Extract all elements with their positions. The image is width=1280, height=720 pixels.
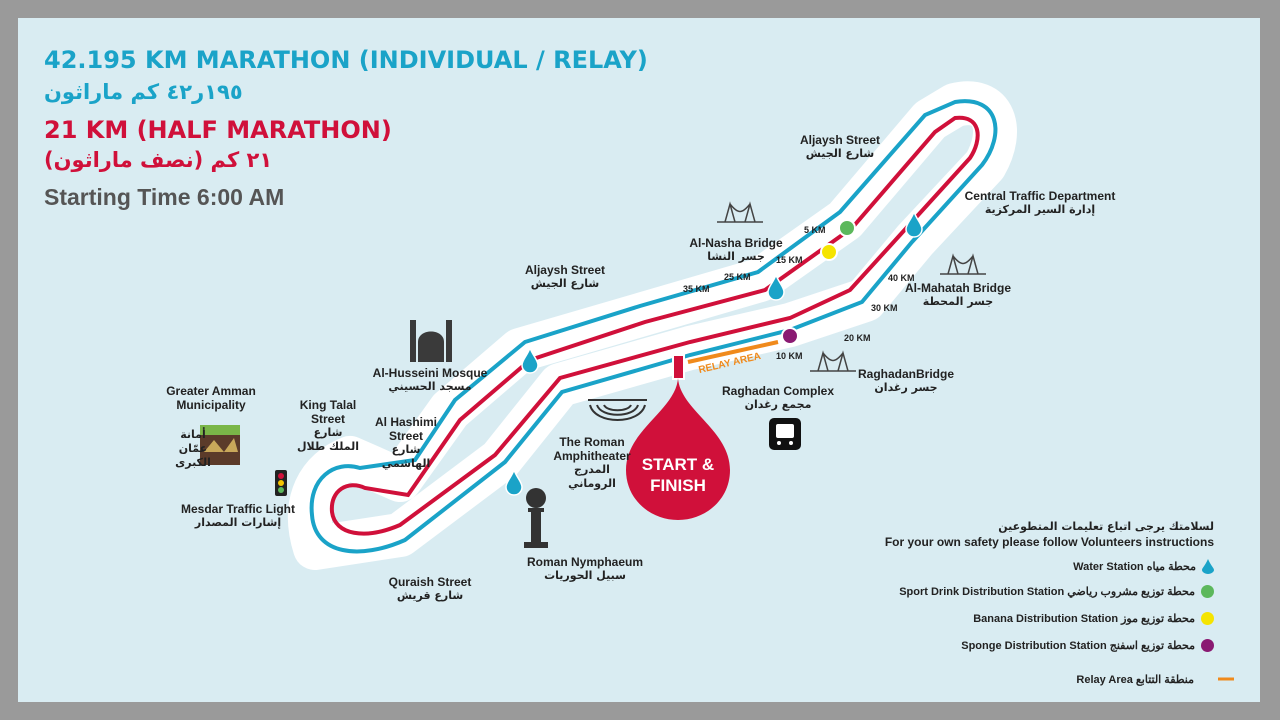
traffic-light-icon [275,470,287,496]
title-half-marathon-ar: ٢١ كم (نصف ماراثون) [44,148,273,172]
km-25: 25 KM [724,272,751,282]
gam-logo [200,425,240,465]
banana-dot-icon [1201,612,1214,625]
full-marathon-route [309,99,998,554]
title-half-marathon: 21 KM (HALF MARATHON) [44,116,392,144]
water-drop-icon [1202,559,1214,574]
bridge-icon [717,201,986,372]
km-40: 40 KM [888,273,915,283]
amphitheater-icon [588,399,647,421]
mosque-icon [410,320,452,362]
half-marathon-route [329,115,980,536]
km-15: 15 KM [776,255,803,265]
legend-note: لسلامتك يرجى اتباع تعليمات المتطوعين For… [884,520,1214,549]
bus-icon [769,418,801,450]
km-5: 5 KM [804,225,826,235]
legend-sponge: Sponge Distribution Station محطة توزيع ا… [961,639,1214,652]
sport-dot-icon [1201,585,1214,598]
start-finish-drop [626,378,730,520]
start-finish-label: START &FINISH [641,455,715,495]
starting-time: Starting Time 6:00 AM [44,184,285,210]
km-35: 35 KM [683,284,710,294]
km-20: 20 KM [844,333,871,343]
title-full-marathon: 42.195 KM MARATHON (INDIVIDUAL / RELAY) [44,46,648,74]
start-finish-gate [672,354,685,380]
banana-station [820,243,838,261]
route-svg [200,81,1234,681]
route-map: 42.195 KM MARATHON (INDIVIDUAL / RELAY) … [18,18,1260,702]
km-30: 30 KM [871,303,898,313]
sponge-dot-icon [1201,639,1214,652]
sport-drink-station [838,219,856,237]
km-10: 10 KM [776,351,803,361]
relay-area-line [687,340,779,364]
water-station-icon [505,209,923,496]
title-full-marathon-ar: ١٩٥ر٤٢ كم ماراثون [44,80,243,104]
legend-water: Water Station محطة مياه [1073,559,1214,574]
legend-banana: Banana Distribution Station محطة توزيع م… [973,612,1214,625]
nymphaeum-icon [524,488,548,548]
legend-relay: Relay Area منطقة التتابع [1076,674,1194,686]
legend-sport: Sport Drink Distribution Station محطة تو… [899,585,1214,598]
sponge-station [781,327,799,345]
